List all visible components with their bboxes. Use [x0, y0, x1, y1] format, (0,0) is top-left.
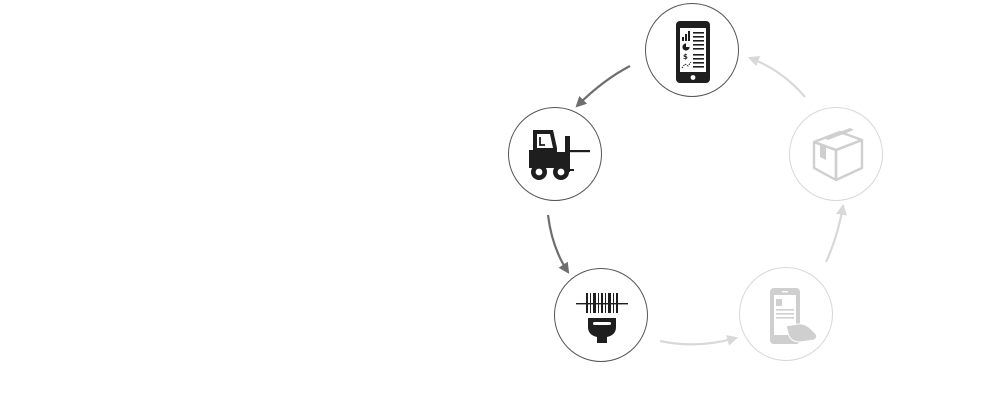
svg-text:$: $	[683, 53, 688, 61]
arrow-tablet-to-forklift	[575, 65, 631, 108]
arrow-scanner-to-mobile	[659, 335, 739, 346]
package-box-icon	[812, 128, 864, 182]
tablet-report-icon: $	[676, 21, 710, 83]
node-forklift	[508, 107, 602, 201]
node-barcode-scanner	[554, 268, 648, 362]
forklift-icon	[529, 130, 590, 180]
mobile-hand-icon	[770, 288, 818, 344]
arrow-mobile-to-package	[825, 203, 847, 263]
arrow-forklift-to-scanner	[546, 214, 570, 274]
node-mobile-order	[739, 267, 833, 361]
arrow-package-to-tablet	[747, 55, 806, 98]
barcode-scanner-icon	[576, 293, 628, 343]
node-tablet-report: $	[645, 3, 739, 97]
node-package	[789, 107, 883, 201]
